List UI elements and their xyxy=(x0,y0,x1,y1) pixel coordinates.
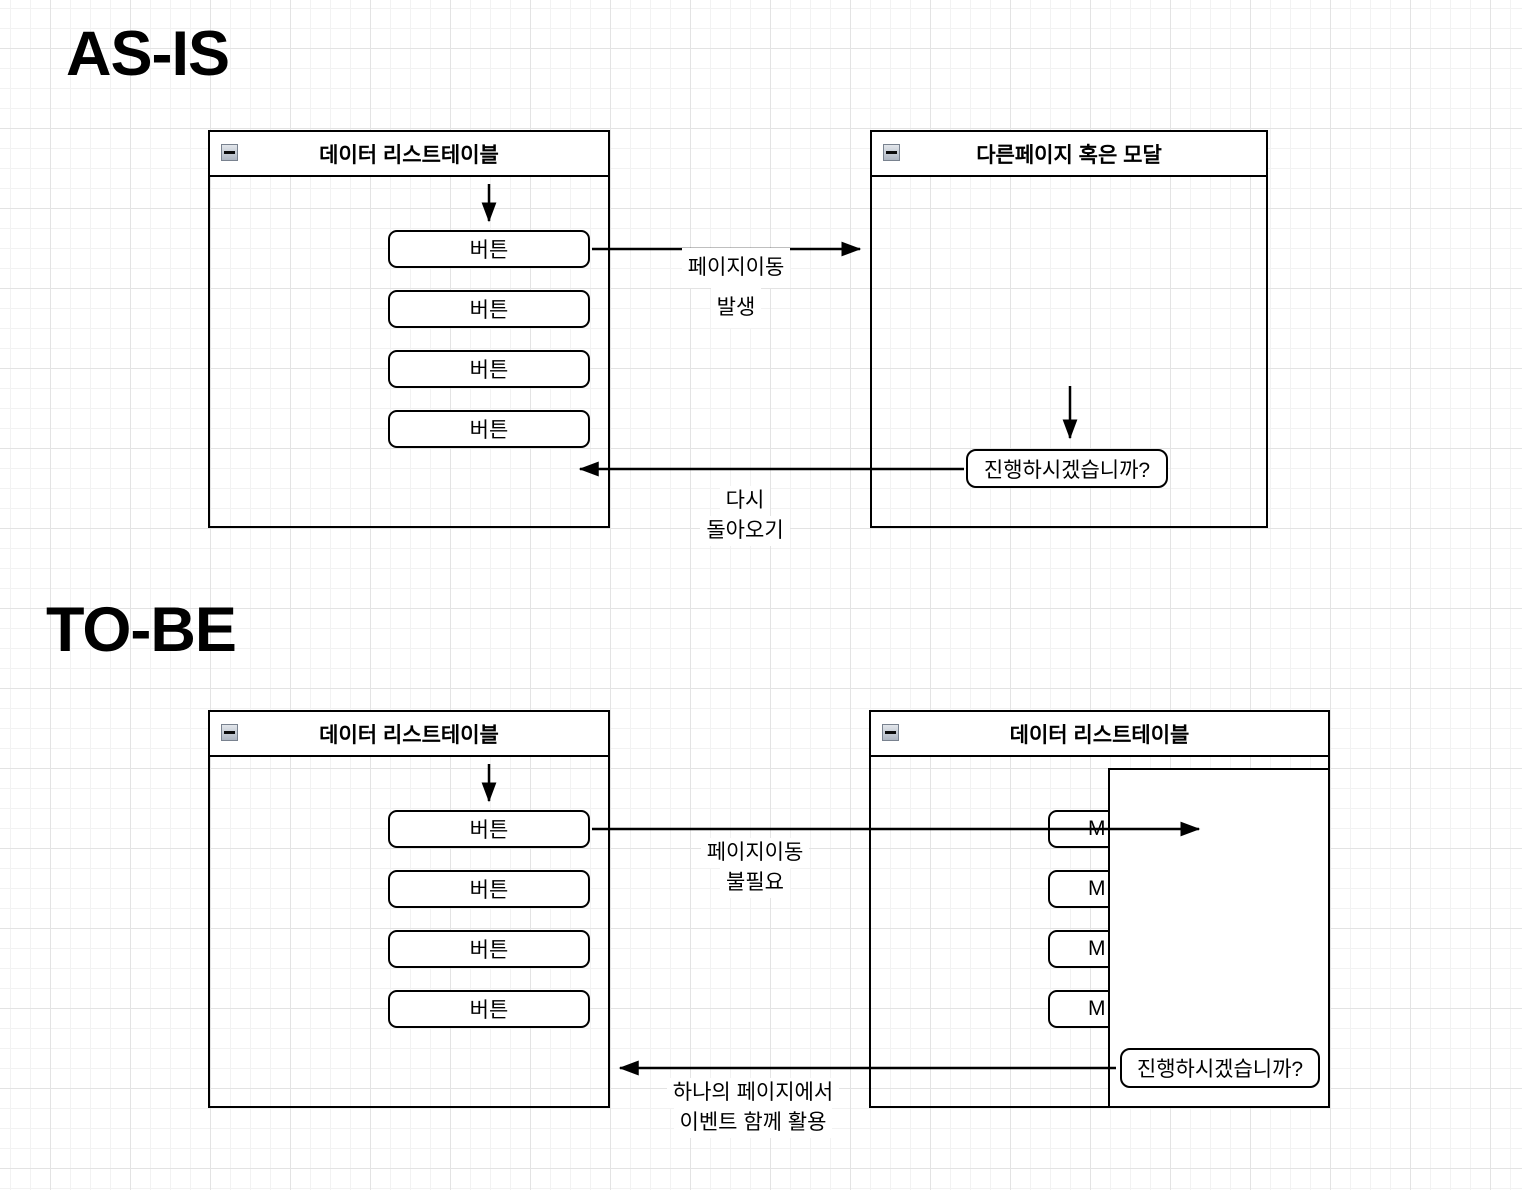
window-header: 데이터 리스트테이블 xyxy=(210,132,608,177)
list-button[interactable]: 버튼 xyxy=(388,350,590,388)
to-be-target-window: 데이터 리스트테이블 M M M M 진행하시겠습니까? xyxy=(869,710,1330,1108)
list-button[interactable]: 버튼 xyxy=(388,930,590,968)
flow-label-no-page-move: 페이지이동 불필요 xyxy=(635,838,875,898)
list-button[interactable]: 버튼 xyxy=(388,810,590,848)
confirm-dialog: 진행하시겠습니까? xyxy=(966,449,1168,488)
window-title: 데이터 리스트테이블 xyxy=(1009,723,1190,747)
window-header: 데이터 리스트테이블 xyxy=(871,712,1328,757)
flow-label-page-move: 페이지이동 발생 xyxy=(616,248,856,328)
window-header: 다른페이지 혹은 모달 xyxy=(872,132,1266,177)
window-title: 데이터 리스트테이블 xyxy=(319,143,499,167)
collapse-icon[interactable] xyxy=(882,724,899,741)
list-button[interactable]: 버튼 xyxy=(388,230,590,268)
flow-label-return: 다시 돌아오기 xyxy=(625,486,865,546)
window-header: 데이터 리스트테이블 xyxy=(210,712,608,757)
collapse-icon[interactable] xyxy=(883,144,900,161)
to-be-list-window: 데이터 리스트테이블 버튼 버튼 버튼 버튼 xyxy=(208,710,610,1108)
list-button[interactable]: 버튼 xyxy=(388,290,590,328)
collapse-icon[interactable] xyxy=(221,144,238,161)
as-is-target-window: 다른페이지 혹은 모달 진행하시겠습니까? xyxy=(870,130,1268,528)
list-button[interactable]: 버튼 xyxy=(388,410,590,448)
modal-panel: 진행하시겠습니까? xyxy=(1108,768,1330,1108)
confirm-dialog: 진행하시겠습니까? xyxy=(1120,1048,1320,1088)
window-title: 다른페이지 혹은 모달 xyxy=(976,143,1162,167)
collapse-icon[interactable] xyxy=(221,724,238,741)
to-be-heading: TO-BE xyxy=(46,595,237,665)
window-title: 데이터 리스트테이블 xyxy=(319,723,499,747)
as-is-heading: AS-IS xyxy=(66,19,230,89)
list-button[interactable]: 버튼 xyxy=(388,990,590,1028)
as-is-list-window: 데이터 리스트테이블 버튼 버튼 버튼 버튼 xyxy=(208,130,610,528)
flow-label-same-page-event: 하나의 페이지에서 이벤트 함께 활용 xyxy=(603,1078,903,1138)
list-button[interactable]: 버튼 xyxy=(388,870,590,908)
